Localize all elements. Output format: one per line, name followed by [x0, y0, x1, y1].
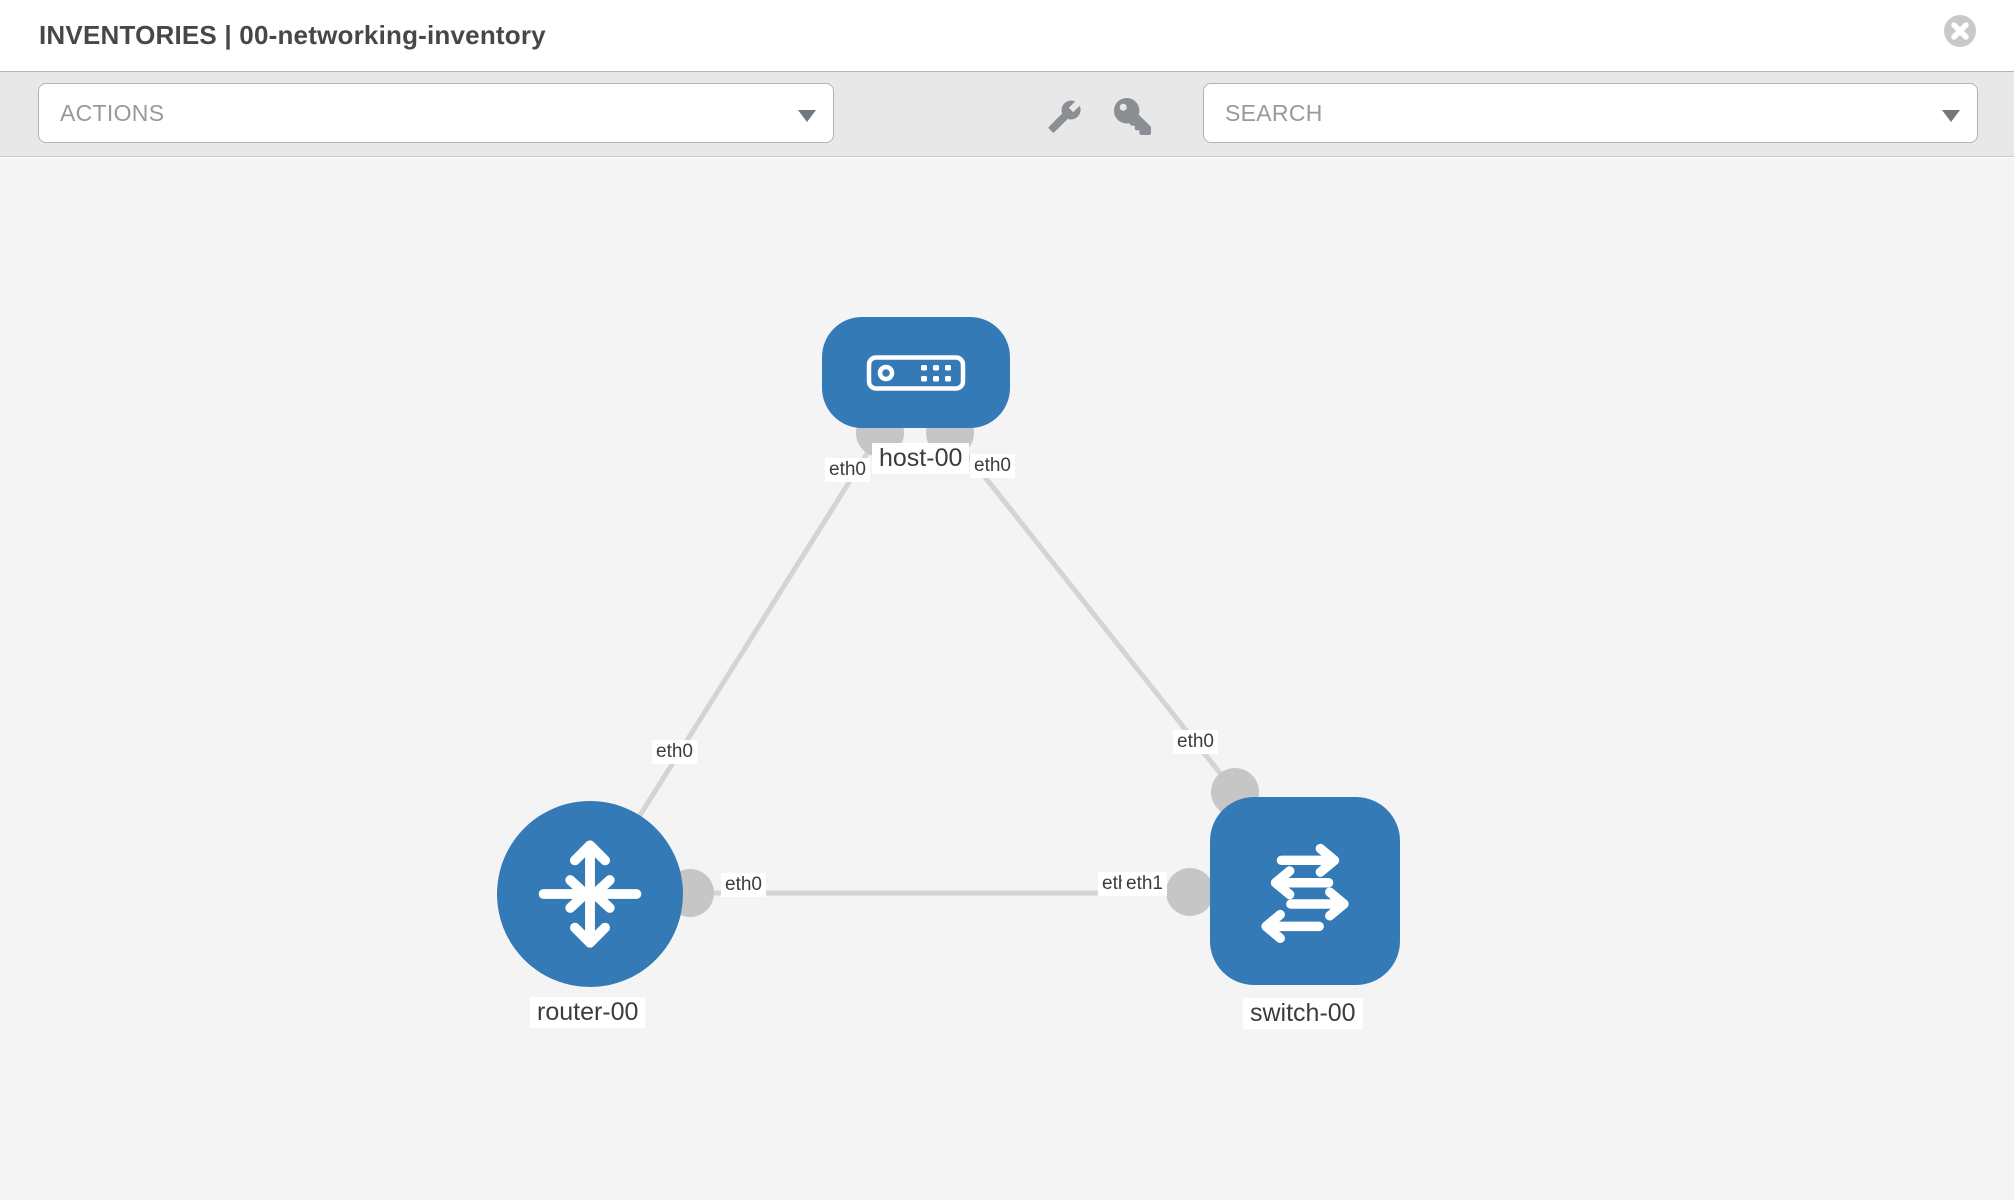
host-icon: [866, 354, 966, 391]
close-icon: [1944, 15, 1976, 47]
node-switch-00[interactable]: [1210, 797, 1400, 985]
node-host-00[interactable]: [822, 317, 1010, 428]
configure-button[interactable]: [1047, 99, 1082, 134]
search-dropdown-label: SEARCH: [1225, 99, 1323, 126]
chevron-down-icon: [798, 110, 816, 122]
links-layer: [587, 409, 1259, 917]
topology-canvas[interactable]: host-00 router-00 switch-00 eth0 eth0 et…: [0, 158, 2014, 1200]
chevron-down-icon: [1942, 110, 1960, 122]
page-title: INVENTORIES | 00-networking-inventory: [39, 20, 546, 50]
node-label-switch-00[interactable]: switch-00: [1243, 998, 1363, 1029]
node-label-host-00[interactable]: host-00: [872, 443, 970, 474]
node-label-router-00[interactable]: router-00: [530, 997, 646, 1028]
toolbar: ACTIONS SEARCH: [0, 72, 2014, 157]
header: INVENTORIES | 00-networking-inventory: [0, 0, 2014, 72]
interface-label-router-link-eth0: eth0: [652, 740, 697, 764]
interface-label-host-eth0-right: eth0: [970, 454, 1015, 478]
switch-icon: [1261, 843, 1349, 943]
wrench-icon: [1048, 100, 1081, 133]
interface-endpoint[interactable]: [1166, 868, 1214, 916]
close-button[interactable]: [1943, 14, 1977, 48]
router-icon: [538, 840, 642, 948]
interface-label-host-eth0-left: eth0: [825, 458, 870, 482]
interface-label-switch-link-eth0: eth0: [1173, 730, 1218, 754]
interface-label-router-eth0: eth0: [721, 873, 766, 897]
key-icon: [1114, 98, 1151, 135]
credentials-button[interactable]: [1114, 98, 1151, 135]
search-dropdown[interactable]: SEARCH: [1203, 83, 1978, 143]
actions-dropdown[interactable]: ACTIONS: [38, 83, 834, 143]
actions-dropdown-label: ACTIONS: [60, 99, 165, 126]
interface-label-switch-eth1: eth1: [1122, 872, 1167, 896]
node-router-00[interactable]: [497, 801, 683, 987]
